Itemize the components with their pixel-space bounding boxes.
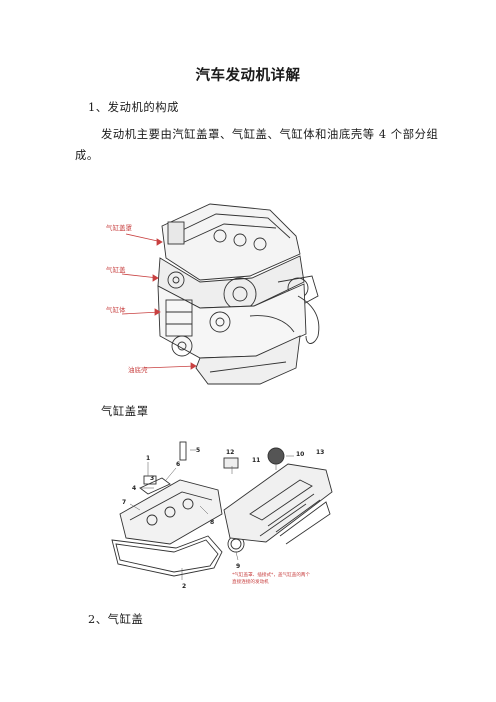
label-cylinder-head: 气缸盖 [106, 265, 126, 274]
callout-11: 11 [252, 457, 260, 464]
callout-5: 5 [196, 447, 200, 454]
callout-7: 7 [122, 499, 126, 506]
callout-3: 3 [150, 475, 154, 482]
label-cylinder-head-cover: 气缸盖罩 [106, 223, 133, 232]
engine-diagram: 气缸盖罩 气缸盖 气缸体 油底壳 [106, 203, 320, 385]
section-heading-engine-structure: 1、发动机的构成 [88, 101, 180, 114]
callout-12: 12 [226, 449, 234, 456]
section-heading-cylinder-head: 2、气缸盖 [88, 613, 144, 626]
callout-10: 10 [296, 451, 304, 458]
callout-13: 13 [316, 449, 324, 456]
label-oil-pan: 油底壳 [128, 365, 148, 374]
body-text-line-1: 发动机主要由汽缸盖罩、气缸盖、气缸体和油底壳等 4 个部分组 [101, 128, 439, 141]
page-title: 汽车发动机详解 [195, 68, 301, 84]
callout-1: 1 [146, 455, 150, 462]
callout-6: 6 [176, 461, 180, 468]
callout-9: 9 [236, 563, 240, 570]
head-cover-exploded-diagram: 1 5 6 7 4 3 8 2 9 12 11 10 13 *气缸盖罩、插接式*… [111, 441, 333, 590]
body-text-line-2: 成。 [75, 149, 99, 162]
figure-note-line-1: *气缸盖罩、插接式*，盖气缸盖的两个 [232, 571, 311, 578]
label-cylinder-block: 气缸体 [106, 305, 126, 314]
callout-4: 4 [132, 485, 136, 492]
figure-note-line-2: 直接连接的发动机 [232, 578, 269, 585]
callout-2: 2 [182, 583, 186, 590]
figure-caption-head-cover: 气缸盖罩 [101, 405, 149, 418]
callout-8: 8 [210, 519, 214, 526]
